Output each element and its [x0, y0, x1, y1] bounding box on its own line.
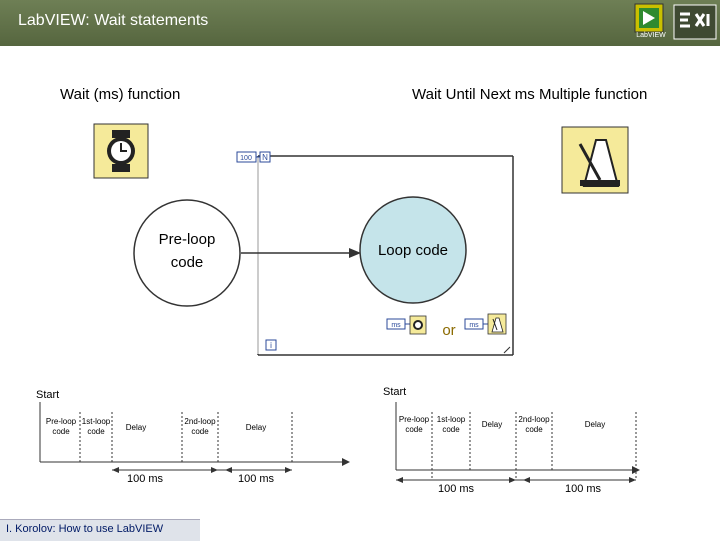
tl-right-cell-3: Delay — [482, 420, 502, 429]
tl-left-cell-4b: code — [191, 427, 209, 436]
i-terminal — [265, 339, 277, 351]
tl-right-delay-1: 100 ms — [438, 483, 475, 495]
or-label: or — [442, 322, 455, 339]
metronome-icon — [561, 126, 629, 194]
n-terminal-label: N — [262, 153, 268, 162]
tl-left-cell-2b: code — [87, 427, 105, 436]
small-metronome-icon — [487, 313, 507, 335]
tl-right-cell-5: Delay — [585, 420, 605, 429]
tl-left-cell-1a: Pre-loop — [46, 417, 77, 426]
ms-constant-2-label: ms — [469, 322, 479, 329]
labview-logo-icon — [634, 3, 664, 33]
n-terminal — [259, 151, 271, 163]
small-wait-icon — [409, 315, 427, 335]
tl-right-cell-4a: 2nd-loop — [518, 415, 550, 424]
footer-bar — [0, 519, 200, 541]
tl-left-cell-3: Delay — [126, 423, 146, 432]
tl-left-delay-2: 100 ms — [238, 473, 275, 485]
title-bar — [0, 0, 720, 46]
tl-left-cell-5: Delay — [246, 423, 266, 432]
tl-right-cell-4b: code — [525, 425, 543, 434]
timeline-left: Start Pre-loop code 1st-loop code Delay … — [36, 389, 350, 485]
tl-left-cell-4a: 2nd-loop — [184, 417, 216, 426]
wait-ms-heading: Wait (ms) function — [60, 86, 181, 103]
tl-left-delay-1: 100 ms — [127, 473, 164, 485]
tl-left-cell-1b: code — [52, 427, 70, 436]
tl-right-cell-2a: 1st-loop — [437, 415, 466, 424]
tl-right-cell-2b: code — [442, 425, 460, 434]
preloop-circle — [133, 199, 241, 307]
tl-left-cell-2a: 1st-loop — [82, 417, 111, 426]
ms-constant-label: ms — [391, 322, 401, 329]
timeline-left-start: Start — [36, 389, 59, 401]
preloop-line1: Pre-loop — [159, 231, 216, 248]
wait-ms-icon — [93, 123, 149, 179]
loop-code-circle — [359, 196, 467, 304]
while-loop-frame — [257, 155, 514, 356]
n-constant-value: 100 — [240, 155, 252, 162]
tl-right-cell-1b: code — [405, 425, 423, 434]
labview-logo-text: LabVIEW — [636, 32, 666, 39]
i-terminal-label: i — [270, 341, 272, 350]
footer-text: I. Korolov: How to use LabVIEW — [6, 523, 164, 535]
preloop-line2: code — [171, 254, 204, 271]
slide-title: LabVIEW: Wait statements — [18, 12, 209, 29]
wait-until-heading: Wait Until Next ms Multiple function — [412, 86, 648, 103]
block-diagram: 100 N Pre-loop code Loop code ms or ms i — [93, 123, 629, 356]
loop-code-label: Loop code — [378, 242, 448, 259]
szfki-logo-icon — [673, 4, 717, 40]
timeline-right: Start Pre-loop code 1st-loop code Delay … — [383, 386, 640, 495]
tl-right-delay-2: 100 ms — [565, 483, 602, 495]
timeline-right-start: Start — [383, 386, 406, 398]
tl-right-cell-1a: Pre-loop — [399, 415, 430, 424]
